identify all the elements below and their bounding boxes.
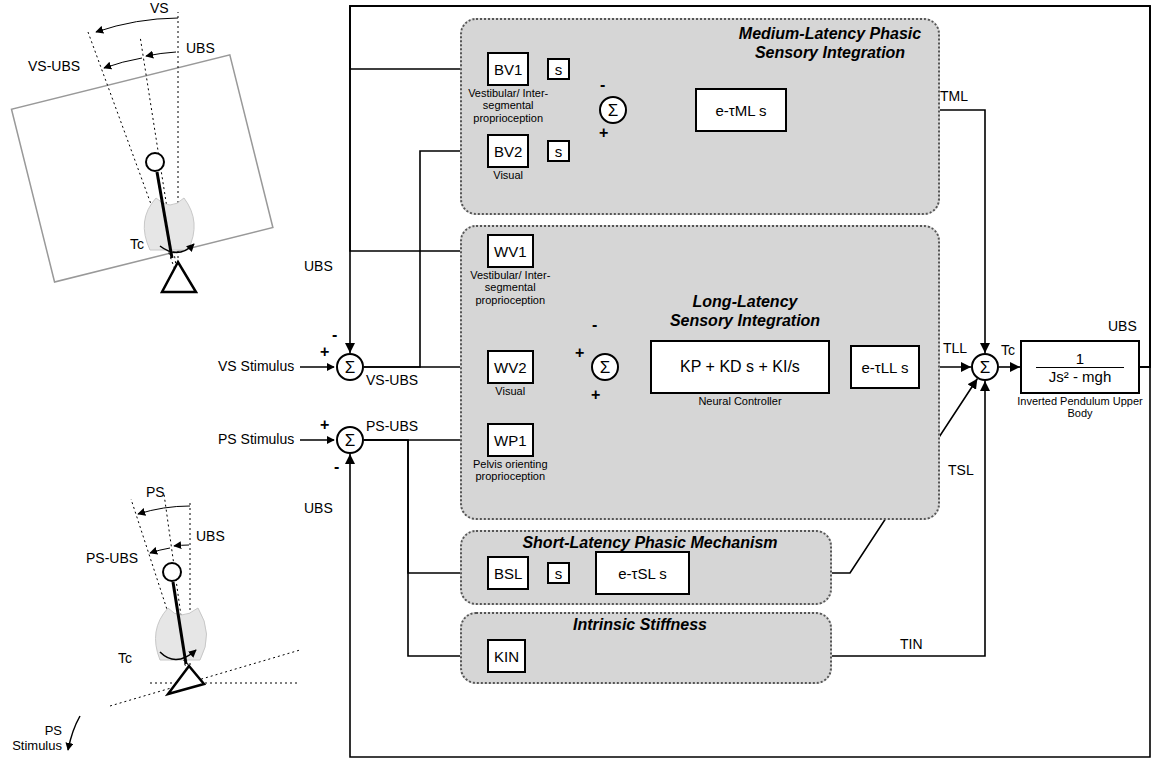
- transfer-block: s: [547, 562, 570, 584]
- group-region: Intrinsic StiffnessKIN: [460, 612, 832, 684]
- denominator: Js² - mgh: [1049, 368, 1112, 385]
- block-label: KIN: [494, 648, 519, 665]
- signal-label: UBS: [1108, 318, 1137, 334]
- summing-junction: Σ: [591, 353, 619, 381]
- transfer-block: s: [547, 140, 570, 162]
- vs-panel: [11, 12, 272, 292]
- signal-label: PS Stimulus: [218, 431, 294, 447]
- signal-line: [999, 366, 1020, 368]
- group-region: Short-Latency Phasic MechanismBSL s e-τSL …: [460, 530, 832, 605]
- block-label: KP + KD s + KI/s: [680, 358, 800, 376]
- sign-label: +: [320, 343, 329, 361]
- block-label: WV1: [494, 243, 527, 260]
- block-caption: Pelvis orienting proprioception: [455, 458, 565, 483]
- group-title: Short-Latency Phasic Mechanism: [500, 533, 800, 552]
- group-title: Intrinsic Stiffness: [540, 615, 740, 634]
- block-caption: Visual: [458, 169, 558, 181]
- summing-junction: Σ: [971, 353, 999, 381]
- transfer-block: BV2Visual: [487, 134, 529, 168]
- signal-label: UBS: [186, 40, 215, 56]
- transfer-block: e-τSL s: [595, 551, 690, 595]
- summing-junction: Σ: [336, 353, 364, 381]
- signal-label: Tc: [1001, 342, 1015, 358]
- sign-label: -: [592, 316, 597, 334]
- ps-panel: [68, 367, 334, 750]
- signal-label: Tc: [118, 650, 132, 666]
- sum-symbol: Σ: [345, 359, 356, 376]
- block-caption: Visual: [460, 385, 560, 397]
- signal-label: VS-UBS: [366, 372, 418, 388]
- block-label: BSL: [494, 565, 522, 582]
- signal-label: VS Stimulus: [218, 358, 294, 374]
- signal-label: VS-UBS: [28, 58, 80, 74]
- block-label: e-τML s: [715, 102, 766, 119]
- transfer-block: WP1Pelvis orienting proprioception: [487, 423, 534, 457]
- transfer-block: BV1Vestibular/ Inter-segmental proprioce…: [487, 52, 529, 86]
- transfer-block: 1Js² - mghInverted Pendulum Upper Body: [1020, 340, 1140, 394]
- summing-junction: Σ: [599, 96, 627, 124]
- sign-label: -: [332, 326, 337, 344]
- block-label: e-τSL s: [618, 565, 667, 582]
- block-label: BV1: [494, 61, 522, 78]
- transfer-block: KIN: [487, 639, 526, 673]
- sum-symbol: Σ: [980, 359, 991, 376]
- stimulus-line: [300, 366, 334, 368]
- group-region: Long-Latency Sensory IntegrationWV1Vesti…: [460, 225, 940, 520]
- signal-label: UBS: [196, 528, 225, 544]
- sign-label: +: [599, 124, 608, 142]
- transfer-block: e-τML s: [695, 88, 787, 132]
- transfer-block: BSL: [487, 556, 529, 590]
- group-title: Medium-Latency Phasic Sensory Integratio…: [725, 24, 935, 62]
- transfer-block: s: [547, 58, 570, 80]
- signal-label: PS Stimulus: [4, 724, 62, 754]
- block-caption: Vestibular/ Inter-segmental propriocepti…: [460, 269, 560, 306]
- signal-label: TIN: [900, 636, 923, 652]
- transfer-block: WV1Vestibular/ Inter-segmental proprioce…: [487, 234, 534, 268]
- block-label: e-τLL s: [861, 359, 908, 376]
- block-caption: Neural Controller: [670, 395, 810, 407]
- signal-label: TSL: [948, 462, 974, 478]
- block-label: WV2: [494, 359, 527, 376]
- transfer-block: WV2Visual: [487, 350, 534, 384]
- signal-label: VS: [150, 0, 169, 16]
- block-label: WP1: [494, 432, 527, 449]
- transfer-block: e-τLL s: [850, 345, 920, 389]
- block-label: BV2: [494, 143, 522, 160]
- summing-junction: Σ: [336, 426, 364, 454]
- sign-label: -: [600, 76, 605, 94]
- sum-symbol: Σ: [345, 432, 356, 449]
- sum-symbol: Σ: [608, 102, 619, 119]
- sign-label: +: [320, 416, 329, 434]
- block-label: s: [555, 565, 563, 582]
- stimulus-line: [300, 439, 334, 441]
- signal-label: PS-UBS: [366, 418, 418, 434]
- signal-label: Tc: [130, 236, 144, 252]
- group-region: Medium-Latency Phasic Sensory Integratio…: [460, 18, 940, 215]
- signal-label: UBS: [304, 258, 333, 274]
- signal-label: TLL: [943, 340, 967, 356]
- sign-label: -: [334, 458, 339, 476]
- block-caption: Vestibular/ Inter-segmental propriocepti…: [458, 87, 558, 124]
- block-caption: Inverted Pendulum Upper Body: [1005, 395, 1155, 420]
- sign-label: +: [575, 344, 584, 362]
- block-label: s: [555, 143, 563, 160]
- signal-label: UBS: [304, 500, 333, 516]
- sign-label: +: [591, 386, 600, 404]
- signal-label: TML: [940, 88, 968, 104]
- sum-symbol: Σ: [600, 359, 611, 376]
- numerator: 1: [1036, 350, 1124, 368]
- signal-label: PS-UBS: [86, 550, 138, 566]
- block-label: s: [555, 61, 563, 78]
- transfer-block: KP + KD s + KI/sNeural Controller: [650, 340, 830, 394]
- signal-label: PS: [146, 484, 165, 500]
- group-title: Long-Latency Sensory Integration: [665, 292, 825, 330]
